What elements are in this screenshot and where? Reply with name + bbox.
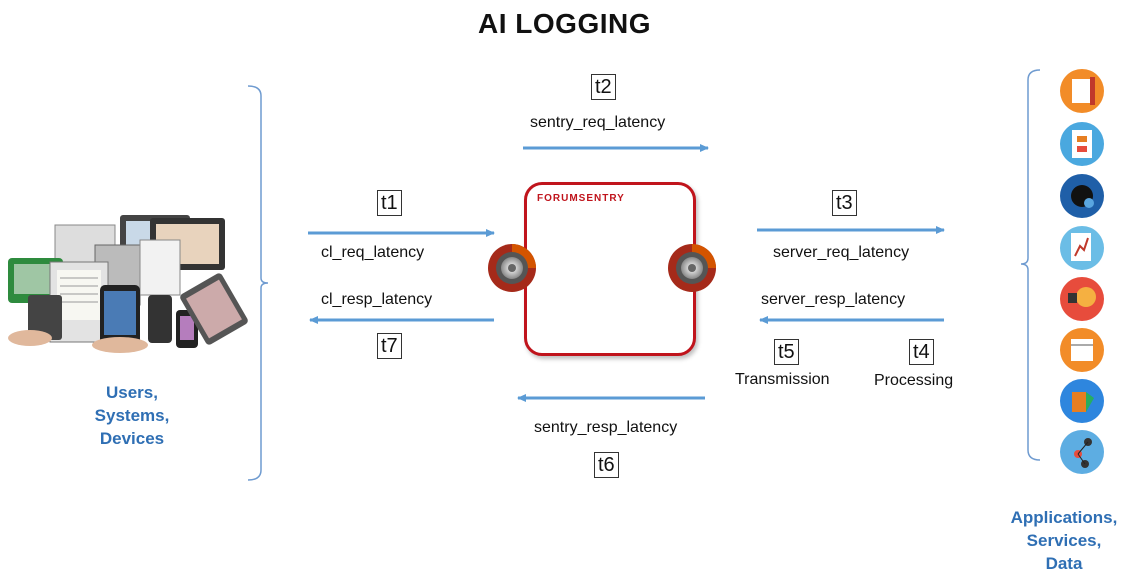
- tag-t2: t2: [591, 74, 616, 100]
- diagram-title: AI LOGGING: [478, 8, 651, 39]
- label-processing: Processing: [874, 372, 954, 389]
- left-group-caption: Users, Systems, Devices: [72, 381, 192, 450]
- right-group-caption: Applications, Services, Data: [1000, 506, 1128, 575]
- label-server-req-latency: server_req_latency: [773, 244, 910, 261]
- label-cl-resp-latency: cl_resp_latency: [321, 291, 433, 308]
- left-caption-line: Systems,: [94, 406, 170, 425]
- tag-t5: t5: [774, 339, 799, 365]
- label-sentry-resp-latency: sentry_resp_latency: [534, 419, 678, 436]
- left-bracket: [247, 85, 269, 481]
- lightbulb-icon: [1060, 277, 1104, 321]
- cabinet-icon: [1060, 122, 1104, 166]
- left-caption-line: Users,: [106, 383, 158, 402]
- tag-t4: t4: [909, 339, 934, 365]
- tag-t1: t1: [377, 190, 402, 216]
- label-cl-req-latency: cl_req_latency: [321, 244, 425, 261]
- right-bracket: [1020, 69, 1041, 461]
- devices-collage-image: [8, 215, 248, 353]
- network-icon: [1060, 430, 1104, 474]
- tag-t3: t3: [832, 190, 857, 216]
- gateway-brand-logo: FORUMSENTRY: [537, 193, 625, 204]
- right-caption-line: Applications,: [1010, 508, 1118, 527]
- camera-icon: [1060, 174, 1104, 218]
- label-sentry-req-latency: sentry_req_latency: [530, 114, 666, 131]
- label-server-resp-latency: server_resp_latency: [761, 291, 906, 308]
- gateway-box: FORUMSENTRY: [524, 182, 696, 356]
- folder-icon: [1060, 379, 1104, 423]
- tag-t6: t6: [594, 452, 619, 478]
- label-transmission: Transmission: [735, 371, 830, 388]
- right-caption-line: Data: [1045, 554, 1083, 573]
- chart-icon: [1060, 226, 1104, 270]
- calendar-icon: [1060, 328, 1104, 372]
- tag-t7: t7: [377, 333, 402, 359]
- left-caption-line: Devices: [99, 429, 165, 448]
- document-icon: [1060, 69, 1104, 113]
- right-caption-line: Services,: [1026, 531, 1102, 550]
